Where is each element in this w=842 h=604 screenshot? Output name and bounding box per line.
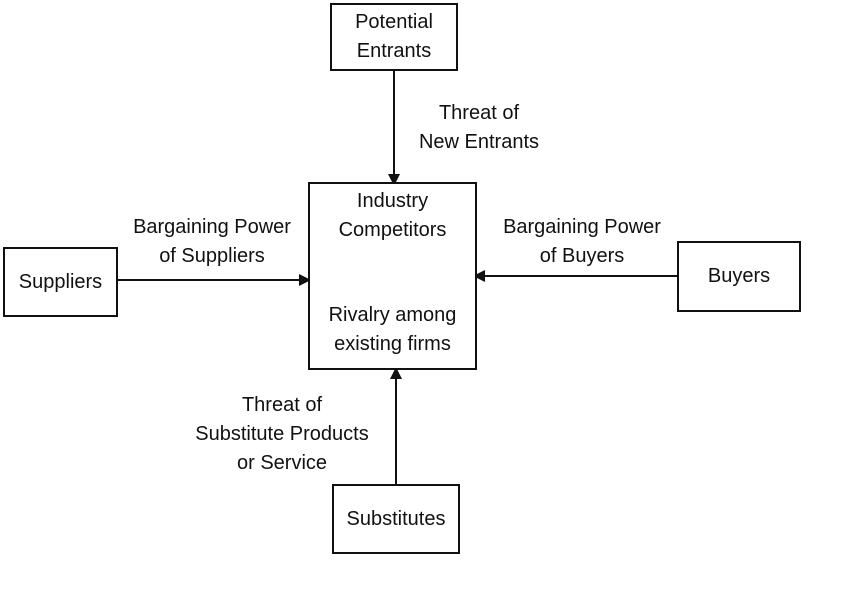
suppliers-force-label: Bargaining Power of Suppliers — [114, 213, 310, 271]
industry-line1: Industry — [356, 190, 429, 212]
suppliers-force-line2: of Suppliers — [159, 245, 265, 267]
substitutes-box: Substitutes — [332, 484, 460, 554]
new-entrants-force-label: Threat of New Entrants — [404, 99, 554, 157]
rivalry-line2: existing firms — [334, 333, 451, 355]
buyers-label: Buyers — [707, 265, 771, 287]
buyers-force-label: Bargaining Power of Buyers — [484, 213, 680, 271]
buyers-force-line2: of Buyers — [539, 245, 625, 267]
substitutes-force-line3: or Service — [236, 452, 328, 474]
potential-entrants-line1: Potential — [355, 11, 433, 33]
potential-entrants-line2: Entrants — [356, 40, 432, 62]
industry-competitors-box: Industry Competitors Rivalry among exist… — [308, 182, 477, 370]
suppliers-force-line1: Bargaining Power — [133, 216, 291, 238]
buyers-box: Buyers — [677, 241, 801, 312]
industry-line2: Competitors — [338, 219, 447, 241]
buyers-force-line1: Bargaining Power — [503, 216, 661, 238]
new-entrants-line1: Threat of — [438, 102, 520, 124]
rivalry-line1: Rivalry among — [328, 304, 457, 326]
suppliers-box: Suppliers — [3, 247, 118, 317]
substitutes-force-label: Threat of Substitute Products or Service — [172, 391, 392, 478]
potential-entrants-box: Potential Entrants — [330, 3, 458, 71]
new-entrants-line2: New Entrants — [418, 131, 540, 153]
substitutes-label: Substitutes — [346, 507, 446, 530]
substitutes-force-line1: Threat of — [241, 394, 323, 416]
substitutes-force-line2: Substitute Products — [195, 423, 369, 445]
suppliers-label: Suppliers — [18, 270, 103, 293]
